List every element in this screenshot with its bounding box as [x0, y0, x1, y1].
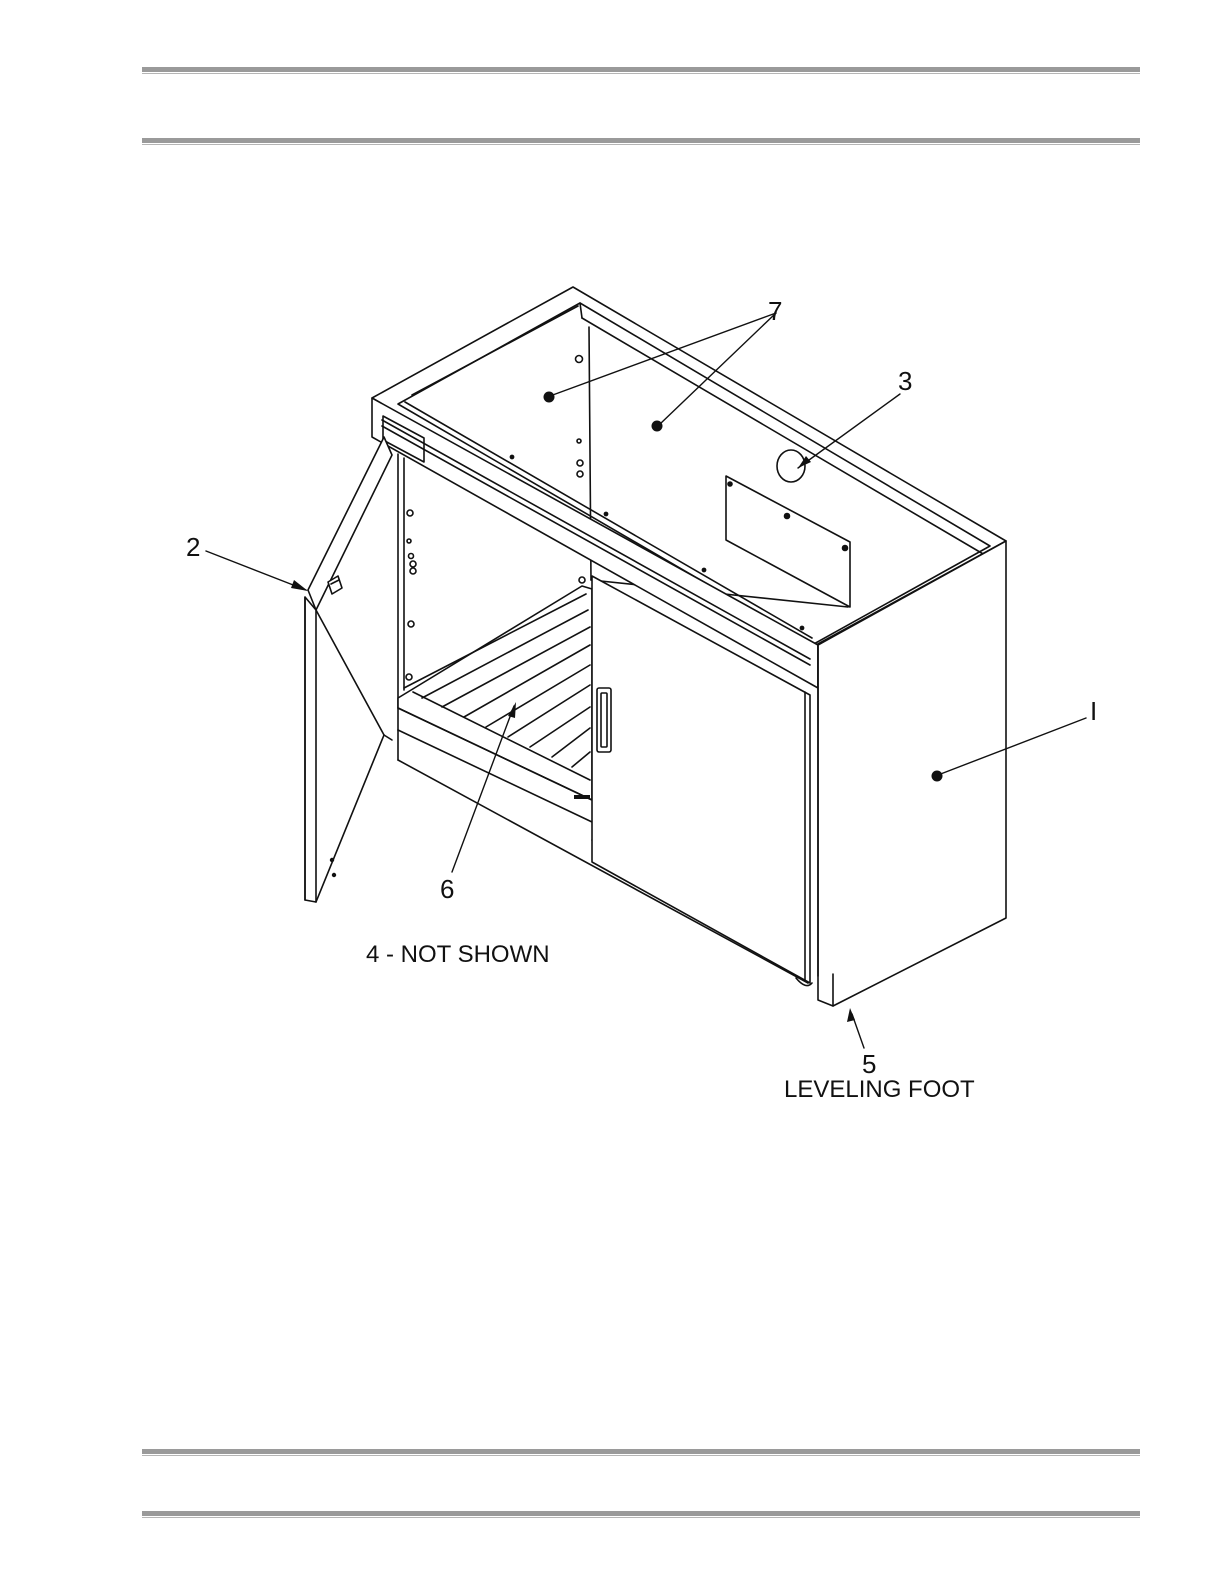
callout-6-label: 6 [440, 874, 454, 904]
callout-7-dot-a [544, 392, 555, 403]
callout-5-arrow [847, 1008, 855, 1022]
slatted-shelf [398, 577, 592, 822]
callout-2-arrow [291, 580, 308, 591]
callout-5-label: 5 [862, 1049, 876, 1079]
left-open-door [305, 437, 392, 902]
callout-1-dot [932, 771, 943, 782]
callout-3-label: 3 [898, 366, 912, 396]
callout-7-dot-b [652, 421, 663, 432]
callout-1-label: I [1090, 696, 1097, 726]
leveling-foot-label: LEVELING FOOT [784, 1076, 975, 1103]
not-shown-note: 4 - NOT SHOWN [366, 941, 550, 968]
callout-7-label: 7 [768, 296, 782, 326]
callout-2-label: 2 [186, 532, 200, 562]
